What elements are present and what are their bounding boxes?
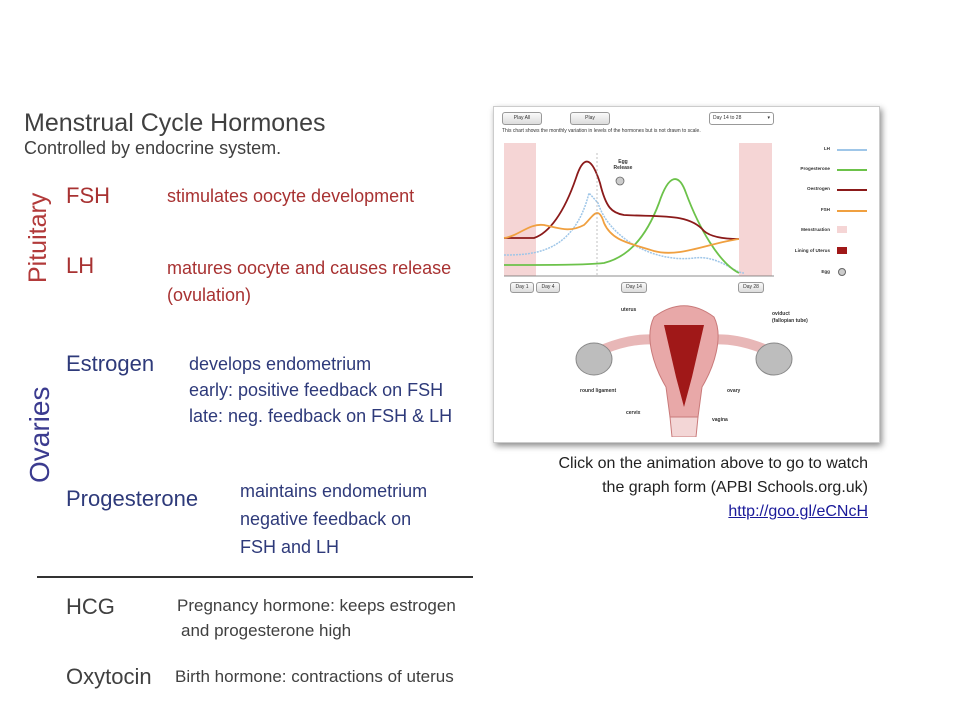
ovaries-label: Ovaries — [24, 386, 55, 483]
label-round-ligament: round ligament — [580, 388, 617, 394]
uterus-lining — [664, 325, 704, 407]
caption-line-1: Click on the animation above to go to wa… — [558, 455, 868, 472]
legend-fsh-swatch — [837, 210, 867, 212]
legend-lh: LH — [823, 146, 830, 151]
source-link[interactable]: http://goo.gl/eCNcH — [728, 503, 868, 520]
hcg-desc-1: Pregnancy hormone: keeps estrogen — [177, 596, 456, 615]
hcg-name: HCG — [66, 594, 115, 619]
day-4-button[interactable]: Day 4 — [536, 282, 560, 293]
day-1-button[interactable]: Day 1 — [510, 282, 534, 293]
legend-egg: Egg — [821, 269, 830, 274]
right-ovary — [755, 342, 793, 376]
menstruation-band-start — [504, 143, 536, 276]
hormone-animation-panel[interactable]: Play All Play Day 14 to 28 ▾ This chart … — [493, 106, 880, 443]
play-all-button[interactable]: Play All — [502, 112, 542, 125]
legend-oestrogen: Oestrogen — [807, 186, 830, 191]
legend-oestrogen-swatch — [837, 189, 867, 191]
egg-marker — [615, 176, 625, 186]
label-cervix: cervix — [626, 410, 641, 416]
legend-fsh: FSH — [820, 207, 830, 212]
label-vagina: vagina — [712, 417, 728, 423]
lh-desc-1: matures oocyte and causes release — [167, 258, 452, 278]
label-fallopian: (fallopian tube) — [772, 318, 808, 324]
label-uterus: uterus — [621, 307, 637, 313]
fsh-line — [503, 212, 740, 254]
legend-lining-swatch — [837, 247, 847, 254]
day-14-button[interactable]: Day 14 — [621, 282, 647, 293]
progesterone-line — [503, 178, 740, 274]
day-28-button[interactable]: Day 28 — [738, 282, 764, 293]
hormone-graph — [503, 143, 774, 277]
progesterone-desc-1: maintains endometrium — [240, 481, 428, 501]
legend-progesterone-swatch — [837, 169, 867, 171]
legend-menstruation-swatch — [837, 226, 847, 233]
chevron-down-icon: ▾ — [767, 115, 770, 121]
fsh-desc: stimulates oocyte development — [167, 186, 415, 206]
legend-progesterone: Progesterone — [800, 166, 830, 171]
day-range-value: Day 14 to 28 — [713, 115, 742, 121]
legend-egg-swatch — [838, 268, 846, 276]
lh-line — [503, 191, 745, 274]
estrogen-desc-3: late: neg. feedback on FSH & LH — [189, 406, 453, 426]
hcg-desc-2: and progesterone high — [181, 621, 352, 640]
caption-line-2: the graph form (APBI Schools.org.uk) — [602, 479, 868, 496]
play-button[interactable]: Play — [570, 112, 610, 125]
label-ovary: ovary — [727, 388, 741, 394]
legend-menstruation: Menstruation — [801, 227, 830, 232]
progesterone-desc-3: FSH and LH — [240, 537, 340, 557]
left-ovary — [575, 342, 613, 376]
day-range-select[interactable]: Day 14 to 28 ▾ — [709, 112, 774, 125]
page-subtitle: Controlled by endocrine system. — [24, 138, 282, 158]
estrogen-desc-2: early: positive feedback on FSH — [189, 380, 444, 400]
fsh-name: FSH — [66, 183, 110, 208]
label-oviduct: oviduct — [772, 311, 790, 317]
legend-lh-swatch — [837, 149, 867, 151]
chart-note: This chart shows the monthly variation i… — [502, 128, 701, 134]
oxytocin-name: Oxytocin — [66, 664, 152, 689]
page-title: Menstrual Cycle Hormones — [24, 109, 326, 137]
egg-release-label: Egg Release — [613, 159, 633, 171]
progesterone-desc-2: negative feedback on — [240, 509, 412, 529]
menstruation-band-end — [739, 143, 772, 276]
pituitary-label: Pituitary — [24, 192, 52, 283]
section-divider — [37, 576, 473, 578]
lh-name: LH — [66, 253, 95, 278]
progesterone-name: Progesterone — [66, 486, 199, 511]
legend-lining: Lining of Uterus — [794, 248, 830, 253]
vagina-shape — [669, 416, 699, 437]
estrogen-name: Estrogen — [66, 351, 155, 376]
caption-link-wrap: http://goo.gl/eCNcH — [728, 503, 868, 521]
estrogen-desc-1: develops endometrium — [189, 354, 372, 374]
uterus-diagram — [575, 305, 793, 437]
oestrogen-line — [504, 160, 740, 240]
lh-desc-2: (ovulation) — [167, 285, 252, 305]
oxytocin-desc: Birth hormone: contractions of uterus — [175, 667, 454, 686]
